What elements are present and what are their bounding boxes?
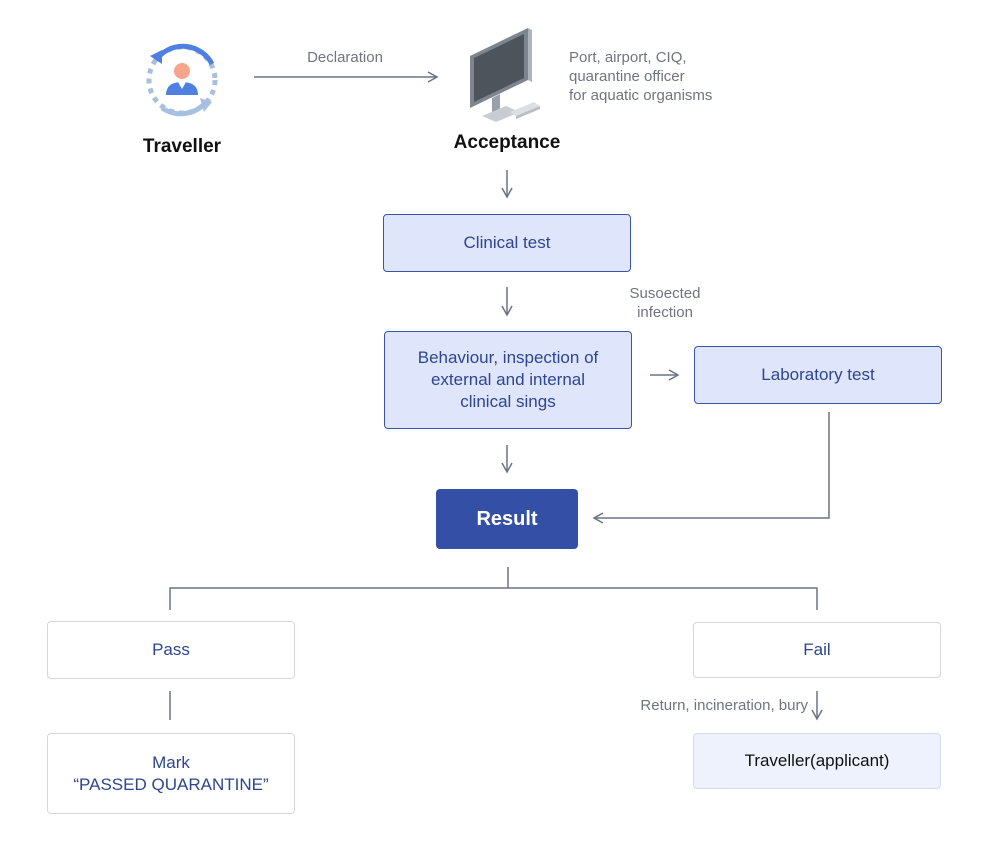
computer-icon <box>462 26 552 128</box>
behaviour-line: clinical sings <box>460 392 556 411</box>
laboratory-test-box: Laboratory test <box>694 346 942 404</box>
acceptance-note-line: Port, airport, CIQ, <box>569 49 687 66</box>
result-split-bar <box>169 587 818 610</box>
lab-to-result-arrow <box>592 412 830 524</box>
clinical-test-box: Clinical test <box>383 214 631 272</box>
traveller-applicant-box: Traveller(applicant) <box>693 733 941 789</box>
pass-box: Pass <box>47 621 295 679</box>
suspected-line: Susoected <box>629 285 701 302</box>
traveller-applicant-label: Traveller(applicant) <box>744 751 890 770</box>
mark-line: “PASSED QUARANTINE” <box>73 774 269 794</box>
suspected-infection-label: Susoected infection <box>600 284 730 322</box>
suspected-line: infection <box>637 304 693 321</box>
result-box: Result <box>436 489 578 549</box>
pass-label: Pass <box>152 640 190 659</box>
acceptance-note-line: for aquatic organisms <box>569 87 713 104</box>
acceptance-label: Acceptance <box>453 132 561 153</box>
declaration-label: Declaration <box>307 49 383 66</box>
mark-box: Mark “PASSED QUARANTINE” <box>47 733 295 814</box>
behaviour-line: Behaviour, inspection of <box>417 348 599 367</box>
acceptance-note: Port, airport, CIQ, quarantine officer f… <box>569 48 759 105</box>
result-label: Result <box>476 507 538 530</box>
traveller-label: Traveller <box>142 136 222 157</box>
mark-line: Mark <box>152 752 190 772</box>
behaviour-line: external and internal <box>430 370 586 389</box>
behaviour-inspection-box: Behaviour, inspection of external and in… <box>384 331 632 429</box>
fail-box: Fail <box>693 622 941 678</box>
traveller-icon <box>142 42 222 122</box>
return-note: Return, incineration, bury <box>640 697 808 714</box>
laboratory-test-label: Laboratory test <box>761 365 875 384</box>
fail-label: Fail <box>803 640 831 659</box>
clinical-test-label: Clinical test <box>463 233 551 252</box>
acceptance-note-line: quarantine officer <box>569 68 685 85</box>
